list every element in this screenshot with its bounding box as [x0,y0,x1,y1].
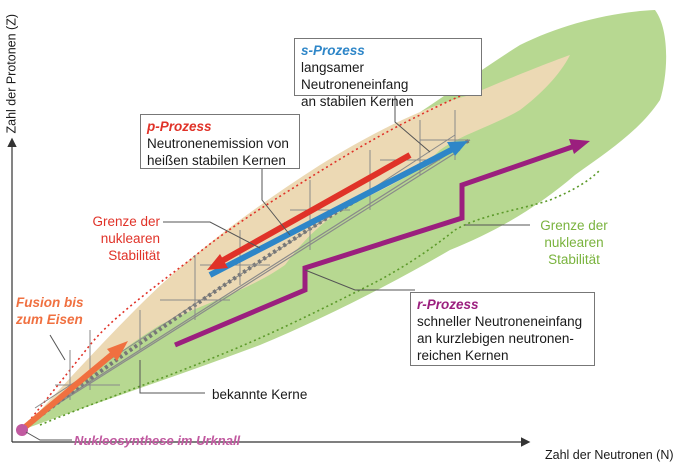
grenze-green-line3: Stabilität [548,252,600,267]
x-axis-label: Zahl der Neutronen (N) [545,448,674,462]
s-process-box: s-Prozess langsamer Neutroneneinfang an … [294,38,482,109]
stability-limit-label-green: Grenze der nuklearen Stabilität [533,217,615,268]
p-process-title: p-Prozess [147,119,212,134]
r-process-line1: schneller Neutroneneinfang [417,314,583,329]
leader-lines [25,95,530,441]
stability-boundary-red [21,91,471,431]
stability-limit-label-red: Grenze der nuklearen Stabilität [88,213,160,264]
p-process-box: p-Prozess Neutronenemission von heißen s… [140,114,300,169]
grenze-green-line1: Grenze der [540,218,608,233]
fusion-label: Fusion bis zum Eisen [16,294,84,328]
y-axis-label: Zahl der Protonen (Z) [4,14,19,134]
r-process-box: r-Prozess schneller Neutroneneinfang an … [410,292,595,366]
known-nuclei-label: bekannte Kerne [212,387,308,402]
r-process-title: r-Prozess [417,297,479,312]
urknall-label: Nukleosynthese im Urknall [74,433,241,448]
stability-boundary-green [39,169,601,426]
grenze-red-line1: Grenze der [92,214,160,229]
r-process-line2: an kurzlebigen neutronen- [417,331,574,346]
p-process-line2: heißen stabilen Kernen [147,153,286,168]
r-process-arrow [174,139,590,348]
fusion-line1: Fusion bis [16,295,84,310]
s-process-line2: an stabilen Kernen [301,94,414,109]
fusion-line2: zum Eisen [16,312,83,327]
fusion-arrow [22,341,128,431]
grenze-red-line2: nuklearen [100,231,160,246]
urknall-marker [16,424,28,436]
s-process-arrow [208,141,468,278]
p-process-line1: Neutronenemission von [147,136,289,151]
grenze-green-line2: nuklearen [544,235,604,250]
s-process-title: s-Prozess [301,43,365,58]
s-process-line1: langsamer Neutroneneinfang [301,60,409,92]
grenze-red-line3: Stabilität [108,248,160,263]
r-process-line3: reichen Kernen [417,348,509,363]
